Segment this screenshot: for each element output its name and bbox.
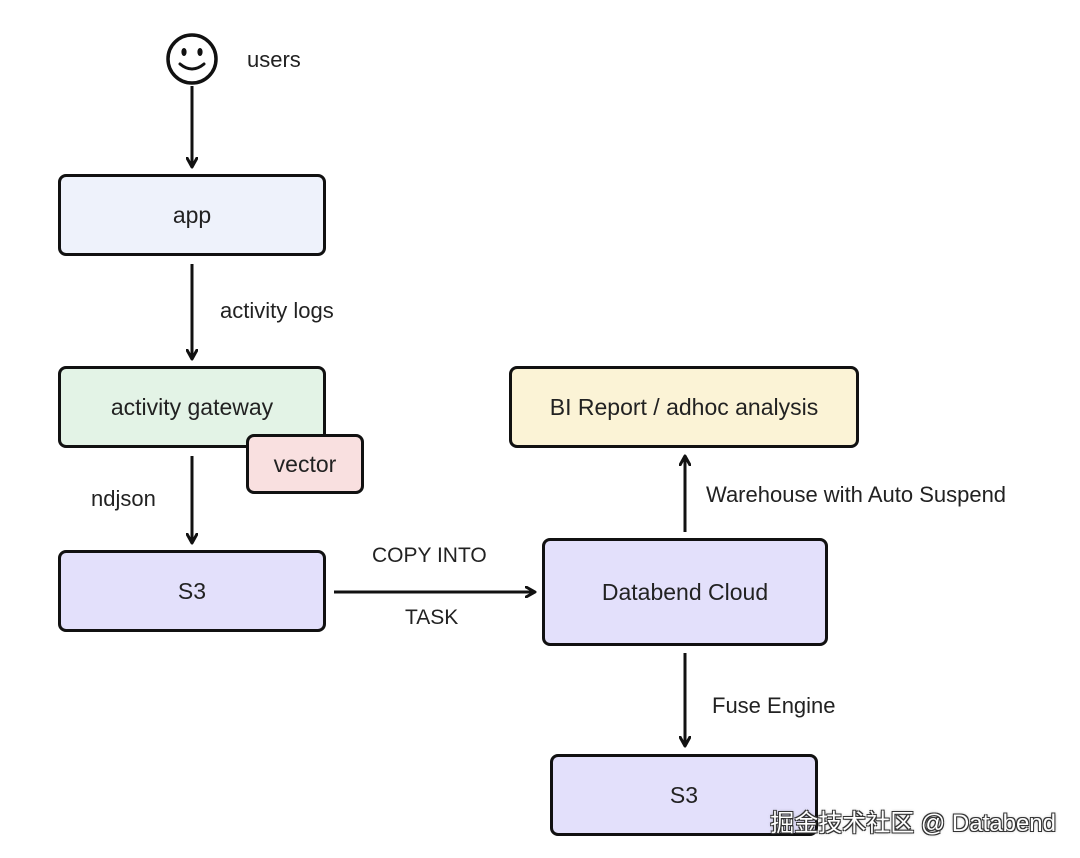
vector-label: vector bbox=[273, 450, 337, 477]
activity-gateway-label: activity gateway bbox=[110, 393, 274, 420]
bi-report-label: BI Report / adhoc analysis bbox=[549, 393, 819, 420]
users-label: users bbox=[247, 47, 301, 72]
user-icon bbox=[166, 33, 218, 85]
app-node: app bbox=[58, 174, 326, 256]
databend-cloud-label: Databend Cloud bbox=[601, 578, 769, 605]
s3-source-label: S3 bbox=[177, 577, 207, 604]
s3-storage-label: S3 bbox=[669, 781, 699, 808]
vector-node: vector bbox=[246, 434, 364, 494]
copy-into-label: COPY INTO bbox=[372, 544, 487, 567]
bi-report-node: BI Report / adhoc analysis bbox=[509, 366, 859, 448]
app-node-label: app bbox=[172, 201, 212, 228]
s3-source-node: S3 bbox=[58, 550, 326, 632]
warehouse-auto-suspend-label: Warehouse with Auto Suspend bbox=[706, 482, 1007, 507]
smiley-face-icon bbox=[166, 33, 218, 85]
fuse-engine-label: Fuse Engine bbox=[712, 693, 836, 718]
ndjson-label: ndjson bbox=[91, 486, 156, 511]
databend-cloud-node: Databend Cloud bbox=[542, 538, 828, 646]
activity-logs-label: activity logs bbox=[220, 298, 334, 323]
s3-storage-node: S3 bbox=[550, 754, 818, 836]
watermark-text: 掘金技术社区 @ Databend bbox=[770, 810, 1056, 837]
task-label: TASK bbox=[405, 606, 459, 629]
